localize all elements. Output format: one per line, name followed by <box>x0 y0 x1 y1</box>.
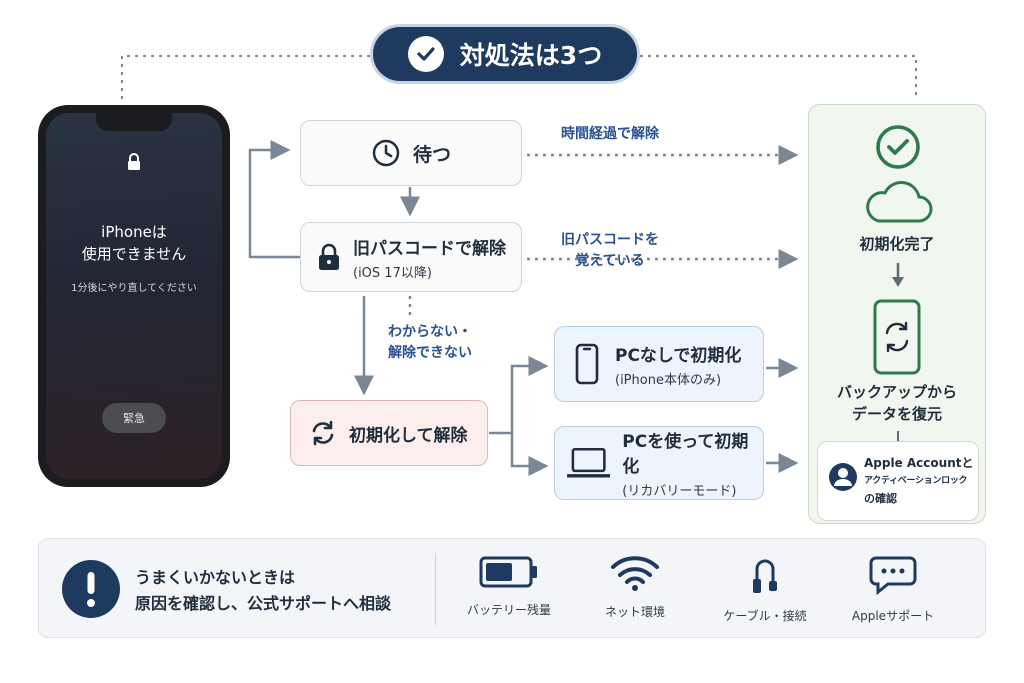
restore-label: バックアップから データを復元 <box>836 383 957 423</box>
title-dotted-right <box>640 55 917 100</box>
step-with-pc-sub: (リカバリーモード) <box>622 484 737 499</box>
step-reset-label: 初期化して解除 <box>349 425 468 446</box>
step-no-pc-sub: (iPhone本体のみ) <box>615 372 722 388</box>
wait-note: 時間経過で解除 <box>561 126 659 142</box>
account-line3: の確認 <box>864 492 897 505</box>
result-panel: 初期化完了 バックアップから データを復元 Apple Accountと アクテ… <box>808 104 986 524</box>
check-circle-icon <box>876 125 920 169</box>
help-bar: うまくいかないときは 原因を確認し、公式サポートへ相談 バッテリー残量 ネット環… <box>38 538 986 638</box>
iphone-mockup: iPhoneは 使用できません 1分後にやり直してください 緊急 <box>38 105 230 487</box>
exclamation-icon <box>62 560 120 618</box>
loop-arrow <box>248 140 300 259</box>
help-item-network: ネット環境 <box>575 555 695 620</box>
retry-text: 1分後にやり直してください <box>71 283 197 294</box>
wifi-icon <box>611 556 659 591</box>
fail-note: わからない・ 解除できない <box>388 324 472 361</box>
title-dotted-left <box>121 55 370 104</box>
account-line1: Apple Accountと <box>864 456 974 470</box>
step-old-passcode-sub: (iOS 17以降) <box>353 265 432 281</box>
step-reset: 初期化して解除 <box>290 400 488 466</box>
help-divider <box>435 553 436 625</box>
phone-restore-icon <box>873 299 921 375</box>
reset-branch-lower <box>510 433 549 476</box>
account-line2: アクティベーションロック <box>864 476 968 486</box>
unavailable-message: iPhoneは 使用できません <box>81 223 187 263</box>
emergency-button[interactable]: 緊急 <box>102 403 166 433</box>
old-passcode-note: 旧パスコードを 覚えている <box>561 232 659 269</box>
refresh-icon <box>312 420 334 446</box>
cable-icon <box>753 559 777 593</box>
check-icon <box>407 36 444 72</box>
step-no-pc: PCなしで初期化 (iPhone本体のみ) <box>554 326 764 402</box>
arrow-down-icon <box>892 263 904 287</box>
title-badge: 対処法は3つ <box>370 24 640 84</box>
step-old-passcode-label: 旧パスコードで解除 <box>353 238 506 259</box>
lock-icon <box>319 243 339 270</box>
step-wait-label: 待つ <box>412 143 451 166</box>
reset-branch <box>489 356 549 435</box>
smartphone-icon <box>575 343 599 385</box>
laptop-icon <box>567 447 611 478</box>
step-with-pc: PCを使って初期化 (リカバリーモード) <box>554 426 764 500</box>
step-no-pc-label: PCなしで初期化 <box>615 345 742 366</box>
phone-notch <box>96 113 172 131</box>
connector-tick <box>897 431 899 441</box>
help-item-cable: ケーブル・接続 <box>705 555 825 624</box>
clock-icon <box>372 139 400 167</box>
cloud-icon <box>866 181 933 223</box>
done-label: 初期化完了 <box>859 235 935 253</box>
account-check-box: Apple Accountと アクティベーションロック の確認 <box>817 441 979 521</box>
lock-icon <box>128 153 140 170</box>
title-text: 対処法は3つ <box>459 41 603 70</box>
help-item-support: Appleサポート <box>833 555 953 624</box>
step-old-passcode: 旧パスコードで解除 (iOS 17以降) <box>300 222 522 292</box>
help-message: うまくいかないときは 原因を確認し、公式サポートへ相談 <box>135 568 392 613</box>
help-item-battery: バッテリー残量 <box>449 555 569 618</box>
user-account-icon <box>829 463 857 491</box>
lock-screen: iPhoneは 使用できません 1分後にやり直してください 緊急 <box>46 113 222 479</box>
step-wait: 待つ <box>300 120 522 186</box>
battery-icon <box>479 556 537 588</box>
chat-bubble-icon <box>869 556 917 596</box>
step-with-pc-label: PCを使って初期化 <box>622 432 749 477</box>
